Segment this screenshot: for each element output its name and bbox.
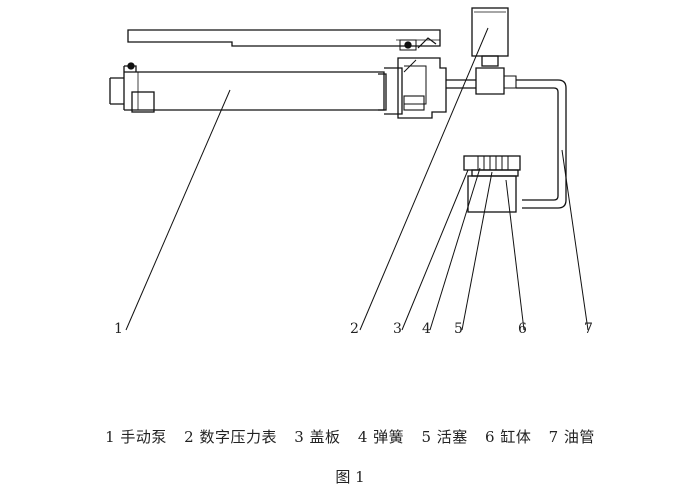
cylinder-body [467, 175, 517, 213]
hand-pump [109, 29, 476, 119]
pump-head [397, 57, 447, 119]
tee-fitting [475, 67, 505, 95]
callout-3: 3 [393, 321, 402, 337]
release-knob [131, 91, 155, 113]
legend-item: 3 盖板 [294, 428, 341, 446]
leader-1 [125, 89, 231, 331]
legend-item: 5 活塞 [421, 428, 468, 446]
figure-title: 图 1 [335, 468, 365, 486]
cover-plate [463, 155, 521, 171]
callout-6: 6 [518, 321, 527, 337]
cylinder-assembly [463, 155, 521, 213]
leader-2 [359, 27, 489, 331]
oil-pipe [516, 79, 567, 209]
callout-1: 1 [114, 321, 123, 337]
legend-item: 1 手动泵 [105, 428, 167, 446]
leader-5 [461, 171, 493, 331]
pump-barrel [124, 71, 385, 111]
spring [477, 156, 509, 170]
leader-6 [505, 179, 525, 331]
legend-item: 6 缸体 [485, 428, 532, 446]
leader-4 [429, 167, 481, 331]
leader-7 [561, 149, 589, 331]
digital-pressure-gauge [471, 7, 517, 95]
gauge-body [471, 7, 509, 57]
legend-item: 2 数字压力表 [184, 428, 277, 446]
pump-handle [127, 29, 441, 47]
callout-7: 7 [584, 321, 593, 337]
callout-2: 2 [350, 321, 359, 337]
callout-4: 4 [422, 321, 431, 337]
callout-5: 5 [454, 321, 463, 337]
leader-lines [125, 27, 589, 331]
parts-legend: 1 手动泵 2 数字压力表 3 盖板 4 弹簧 5 活塞 6 缸体 7 油管 [0, 426, 700, 447]
leader-3 [401, 169, 469, 331]
legend-item: 7 油管 [548, 428, 595, 446]
legend-item: 4 弹簧 [357, 428, 405, 446]
